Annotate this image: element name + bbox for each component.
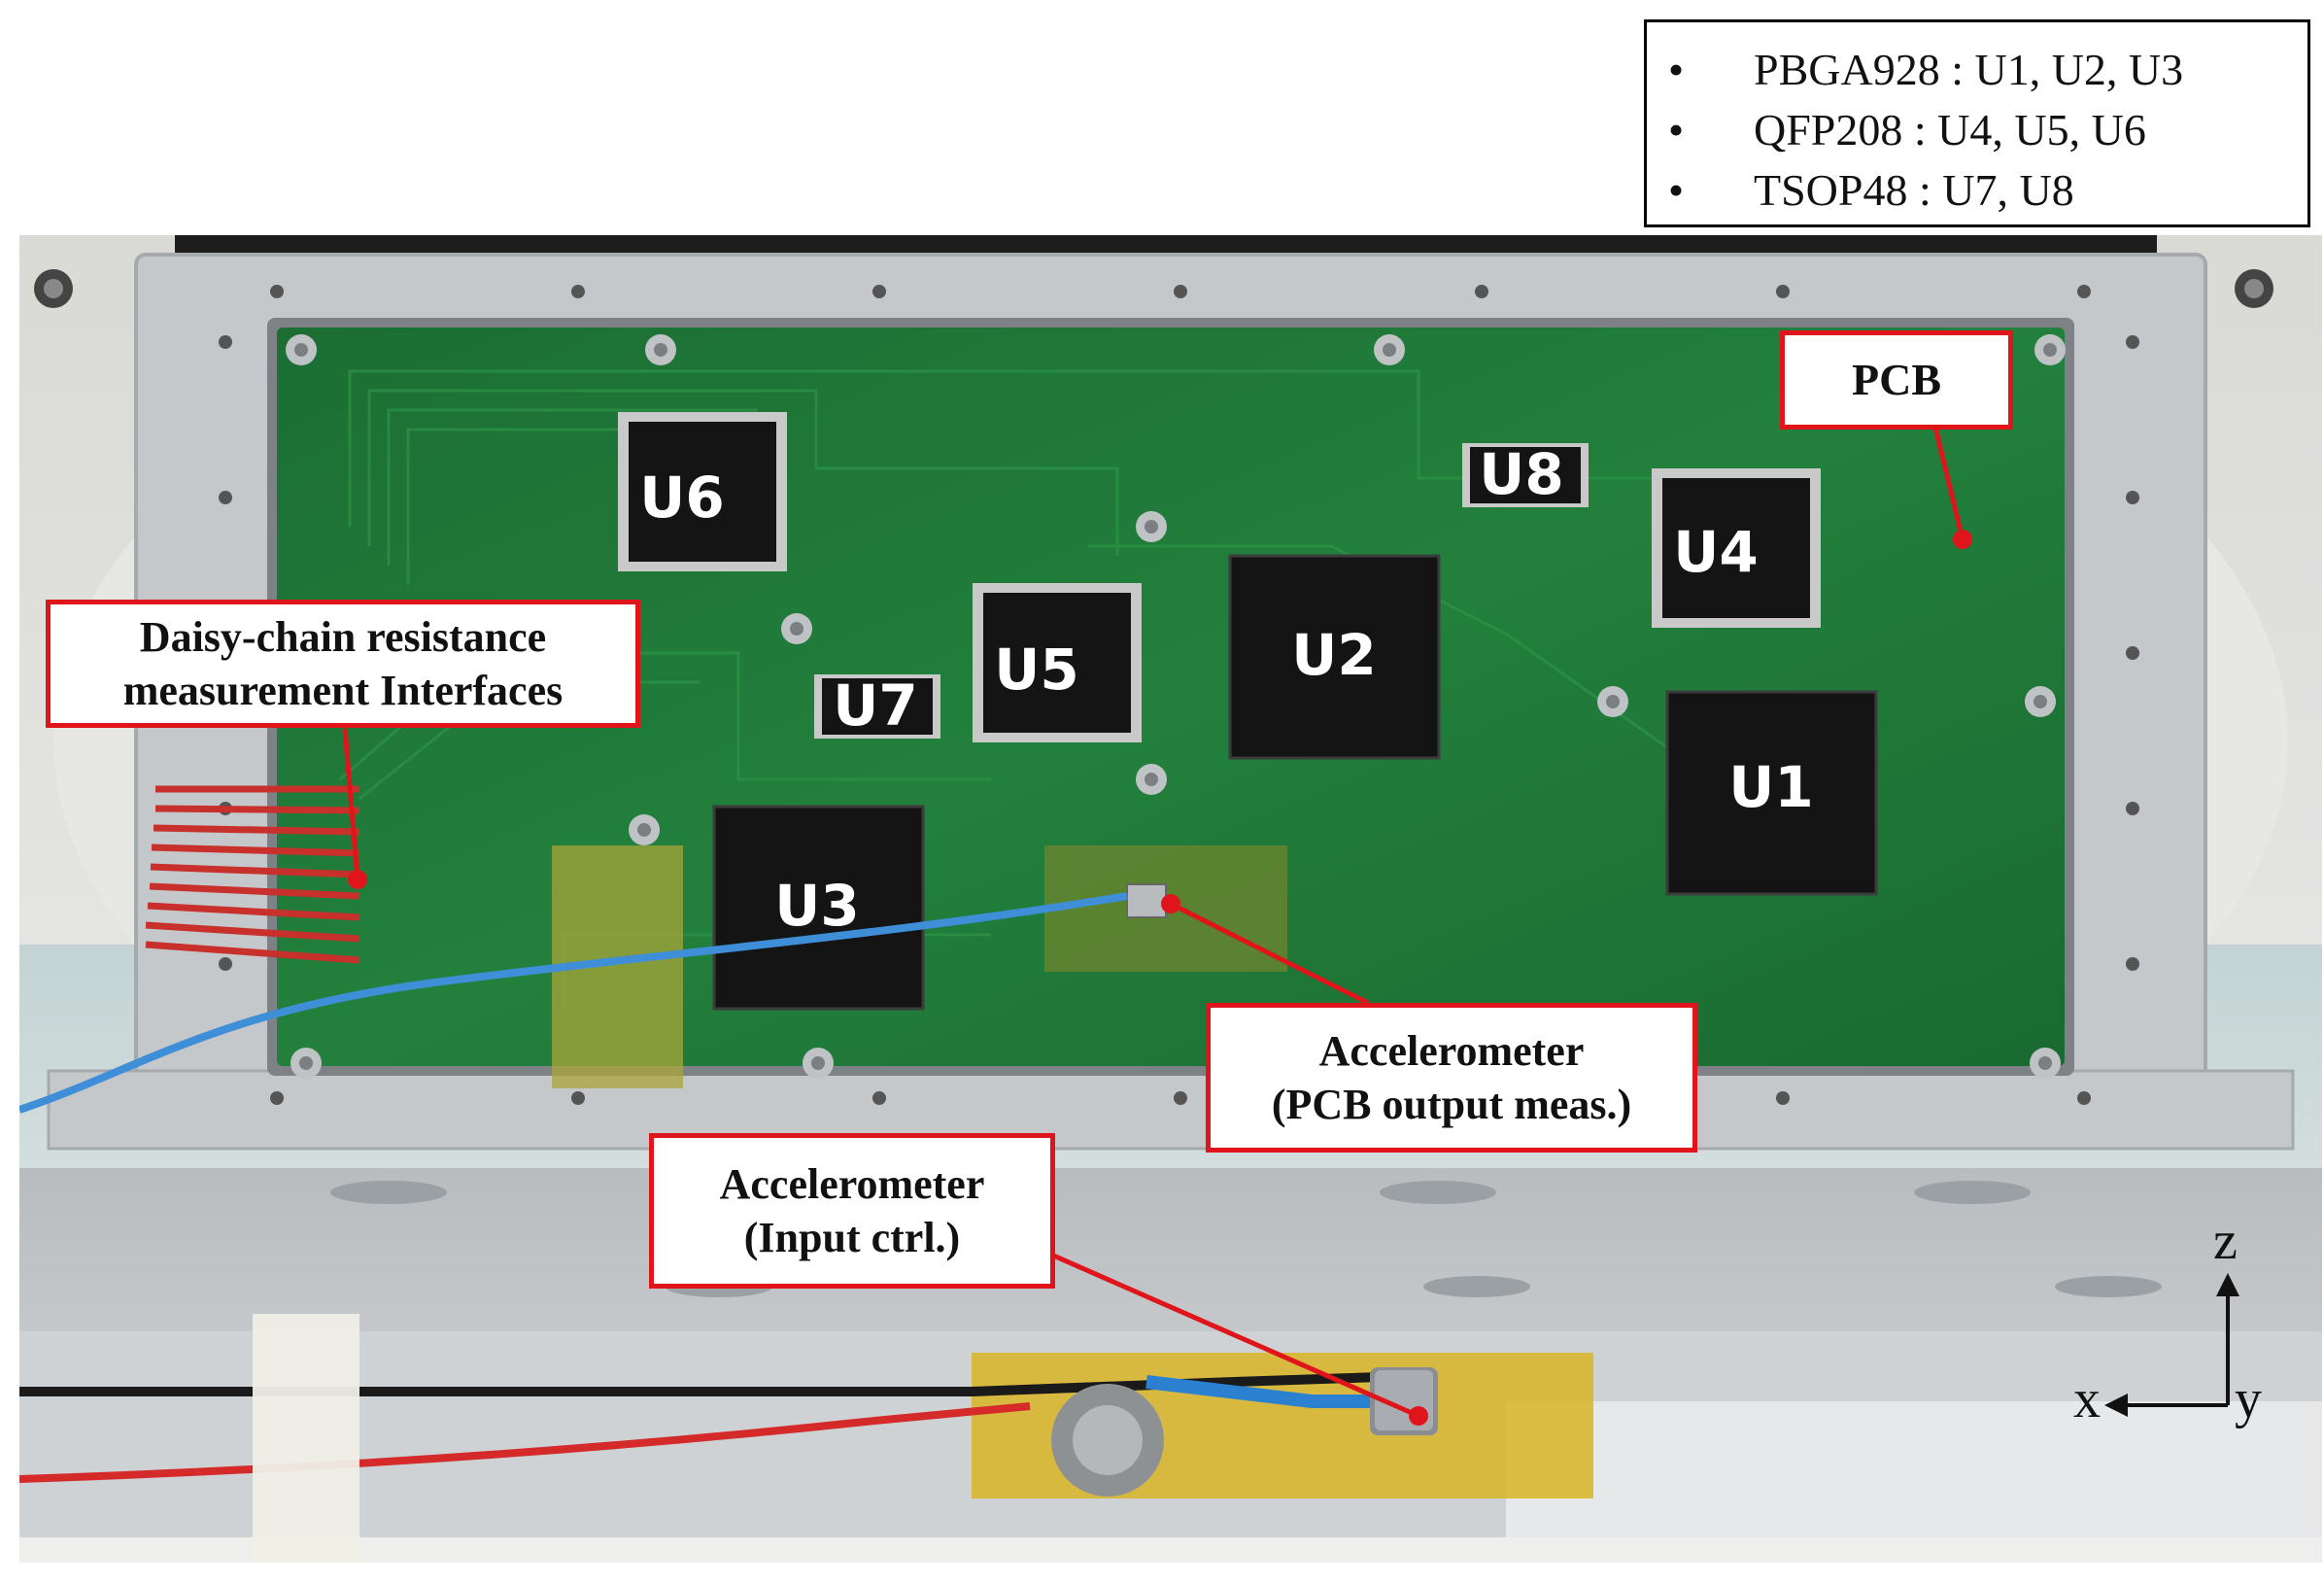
chip-u6 <box>629 422 776 562</box>
daisy-pointer-dot <box>348 870 367 889</box>
daisy-chain-callout: Daisy-chain resistance measurement Inter… <box>46 600 640 728</box>
legend-item-text: TSOP48 : U7, U8 <box>1754 165 2074 215</box>
accel-pcb-pointer-dot <box>1161 894 1180 913</box>
chip-u1 <box>1665 690 1878 896</box>
chip-label-u6: U6 <box>639 465 725 531</box>
axis-label-z: z <box>2213 1211 2238 1271</box>
accel-input-callout-line1: Accelerometer <box>719 1160 985 1208</box>
accel-input-callout-line2: (Input ctrl.) <box>743 1214 961 1261</box>
chip-u4 <box>1662 478 1810 618</box>
accel-input-pointer-dot <box>1409 1406 1428 1426</box>
chip-u8 <box>1470 447 1581 503</box>
chip-label-u3: U3 <box>774 873 860 939</box>
chip-label-u1: U1 <box>1728 754 1814 820</box>
axis-label-x: x <box>2073 1369 2101 1429</box>
legend-item: •PBGA928 : U1, U2, U3 <box>1668 45 2184 94</box>
chip-label-u7: U7 <box>833 672 918 739</box>
chip-u2 <box>1228 554 1441 760</box>
chip-u5 <box>983 593 1131 733</box>
chip-label-u4: U4 <box>1673 519 1759 585</box>
chip-u7 <box>822 678 933 735</box>
accelerometer-pcb-callout: Accelerometer (PCB output meas.) <box>1206 1003 1697 1153</box>
accel-pcb-callout-line2: (PCB output meas.) <box>1271 1081 1632 1128</box>
pcb-callout-label: PCB <box>1852 355 1941 405</box>
pcb-pointer-dot <box>1953 530 1972 549</box>
chip-label-u8: U8 <box>1479 441 1564 507</box>
accel-pcb-callout-line1: Accelerometer <box>1318 1027 1585 1075</box>
chip-label-u5: U5 <box>994 637 1079 703</box>
chip-u3 <box>712 805 925 1011</box>
package-legend: •PBGA928 : U1, U2, U3 •QFP208 : U4, U5, … <box>1644 19 2310 227</box>
daisy-callout-line2: measurement Interfaces <box>122 667 564 714</box>
legend-item-text: PBGA928 : U1, U2, U3 <box>1754 45 2184 94</box>
daisy-callout-line1: Daisy-chain resistance <box>139 613 547 661</box>
chip-label-u2: U2 <box>1291 622 1377 688</box>
axis-label-y: y <box>2235 1369 2262 1429</box>
test-fixture-photo <box>19 235 2322 1563</box>
pcb-callout: PCB <box>1780 330 2013 430</box>
legend-item-text: QFP208 : U4, U5, U6 <box>1754 105 2146 155</box>
accelerometer-input-callout: Accelerometer (Input ctrl.) <box>649 1133 1055 1289</box>
legend-item: •TSOP48 : U7, U8 <box>1668 165 2074 215</box>
legend-item: •QFP208 : U4, U5, U6 <box>1668 105 2146 155</box>
